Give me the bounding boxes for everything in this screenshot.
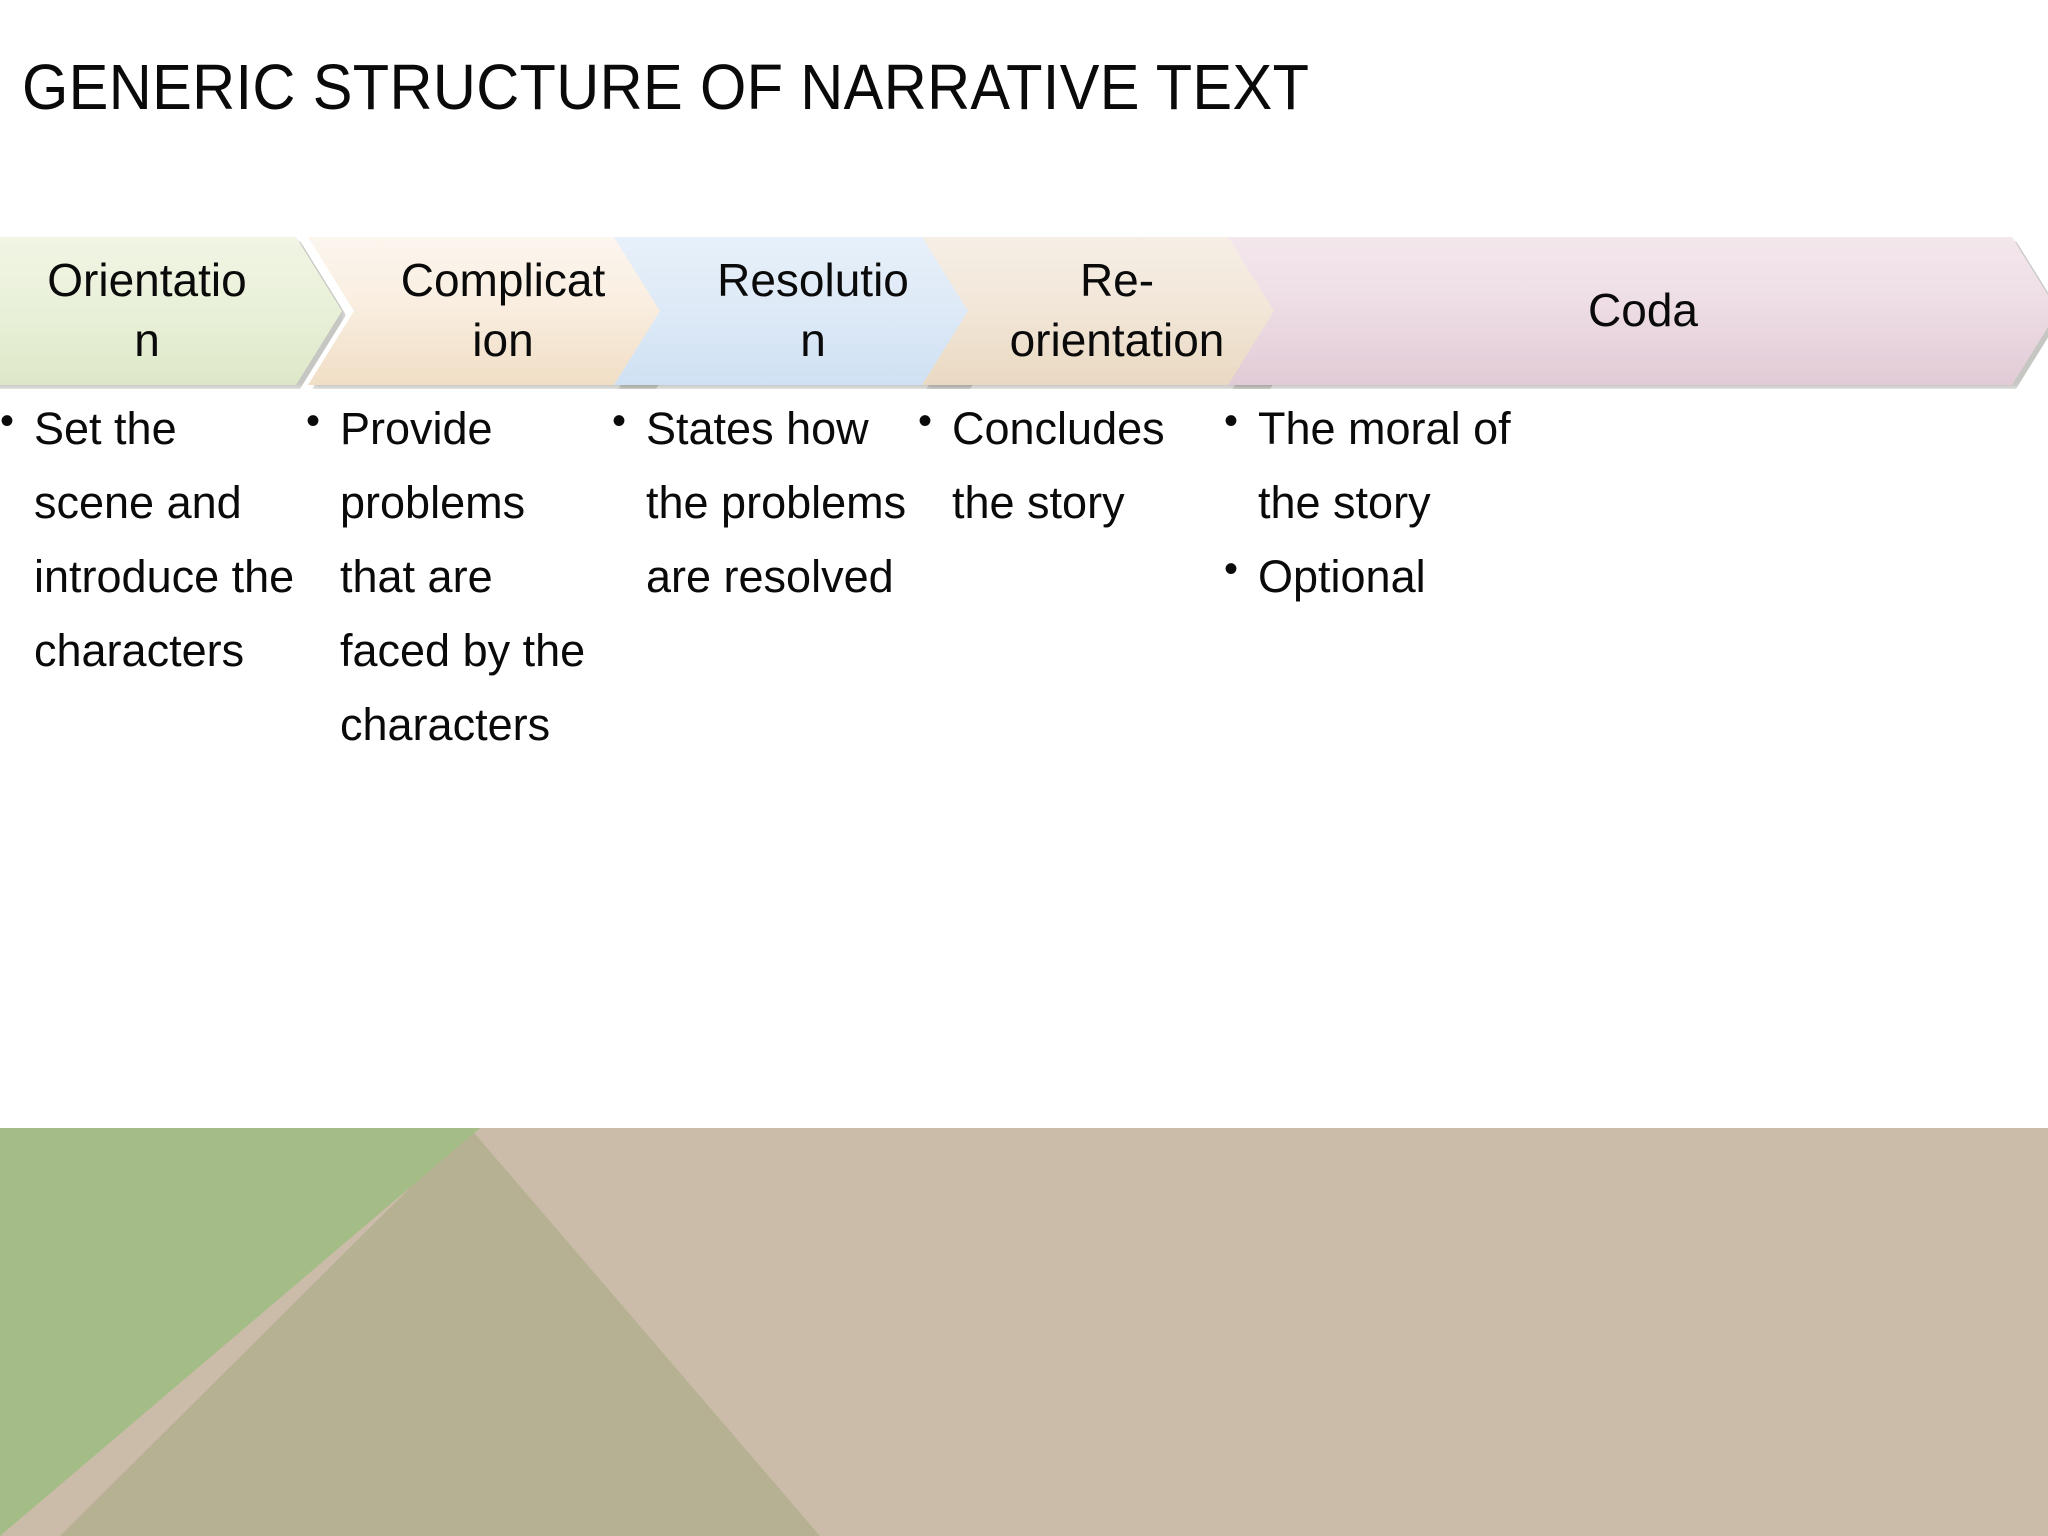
list-item: • The moral of the story [1224, 392, 1544, 540]
chevron-label-coda: Coda [1588, 284, 1698, 337]
page-title: GENERIC STRUCTURE OF NARRATIVE TEXT [22, 51, 1310, 123]
footer-decoration-band [0, 1128, 2048, 1536]
bullet-dot-icon: • [612, 399, 627, 443]
bullet-text: Provide problems that are faced by the c… [340, 403, 586, 750]
chevron-label-complication: Complication [400, 254, 606, 366]
chevron-stage-coda[interactable]: Coda [1228, 237, 2048, 385]
bullet-text: Optional [1258, 551, 1426, 602]
chevron-label-orientation: Orientation [47, 254, 247, 366]
stage-descriptions-row: • Set the scene and introduce the charac… [0, 392, 2048, 952]
bullet-text: Concludes the story [952, 403, 1165, 528]
list-item: • Concludes the story [918, 392, 1238, 540]
bullet-dot-icon: • [918, 399, 933, 443]
bullet-dot-icon: • [1224, 547, 1239, 591]
list-item: • Provide problems that are faced by the… [306, 392, 606, 762]
bullet-text: States how the problems are resolved [646, 403, 907, 602]
list-item: • Optional [1224, 540, 1544, 614]
chevron-label-reorientation: Re-orientation [1009, 254, 1225, 366]
bullet-column-orientation: • Set the scene and introduce the charac… [0, 392, 300, 688]
bullet-column-coda: • The moral of the story • Optional [1224, 392, 1544, 614]
list-item: • Set the scene and introduce the charac… [0, 392, 300, 688]
bullet-column-complication: • Provide problems that are faced by the… [306, 392, 606, 762]
bullet-text: The moral of the story [1258, 403, 1511, 528]
chevron-stage-orientation[interactable]: Orientation [0, 237, 342, 385]
bullet-dot-icon: • [0, 399, 15, 443]
bullet-column-reorientation: • Concludes the story [918, 392, 1238, 540]
bullet-dot-icon: • [306, 399, 321, 443]
list-item: • States how the problems are resolved [612, 392, 912, 614]
bullet-dot-icon: • [1224, 399, 1239, 443]
bullet-column-resolution: • States how the problems are resolved [612, 392, 912, 614]
process-chevron-band: Orientation Complication Resolution Re-o… [0, 237, 2048, 385]
chevron-label-resolution: Resolution [717, 254, 909, 366]
bullet-text: Set the scene and introduce the characte… [34, 403, 295, 676]
